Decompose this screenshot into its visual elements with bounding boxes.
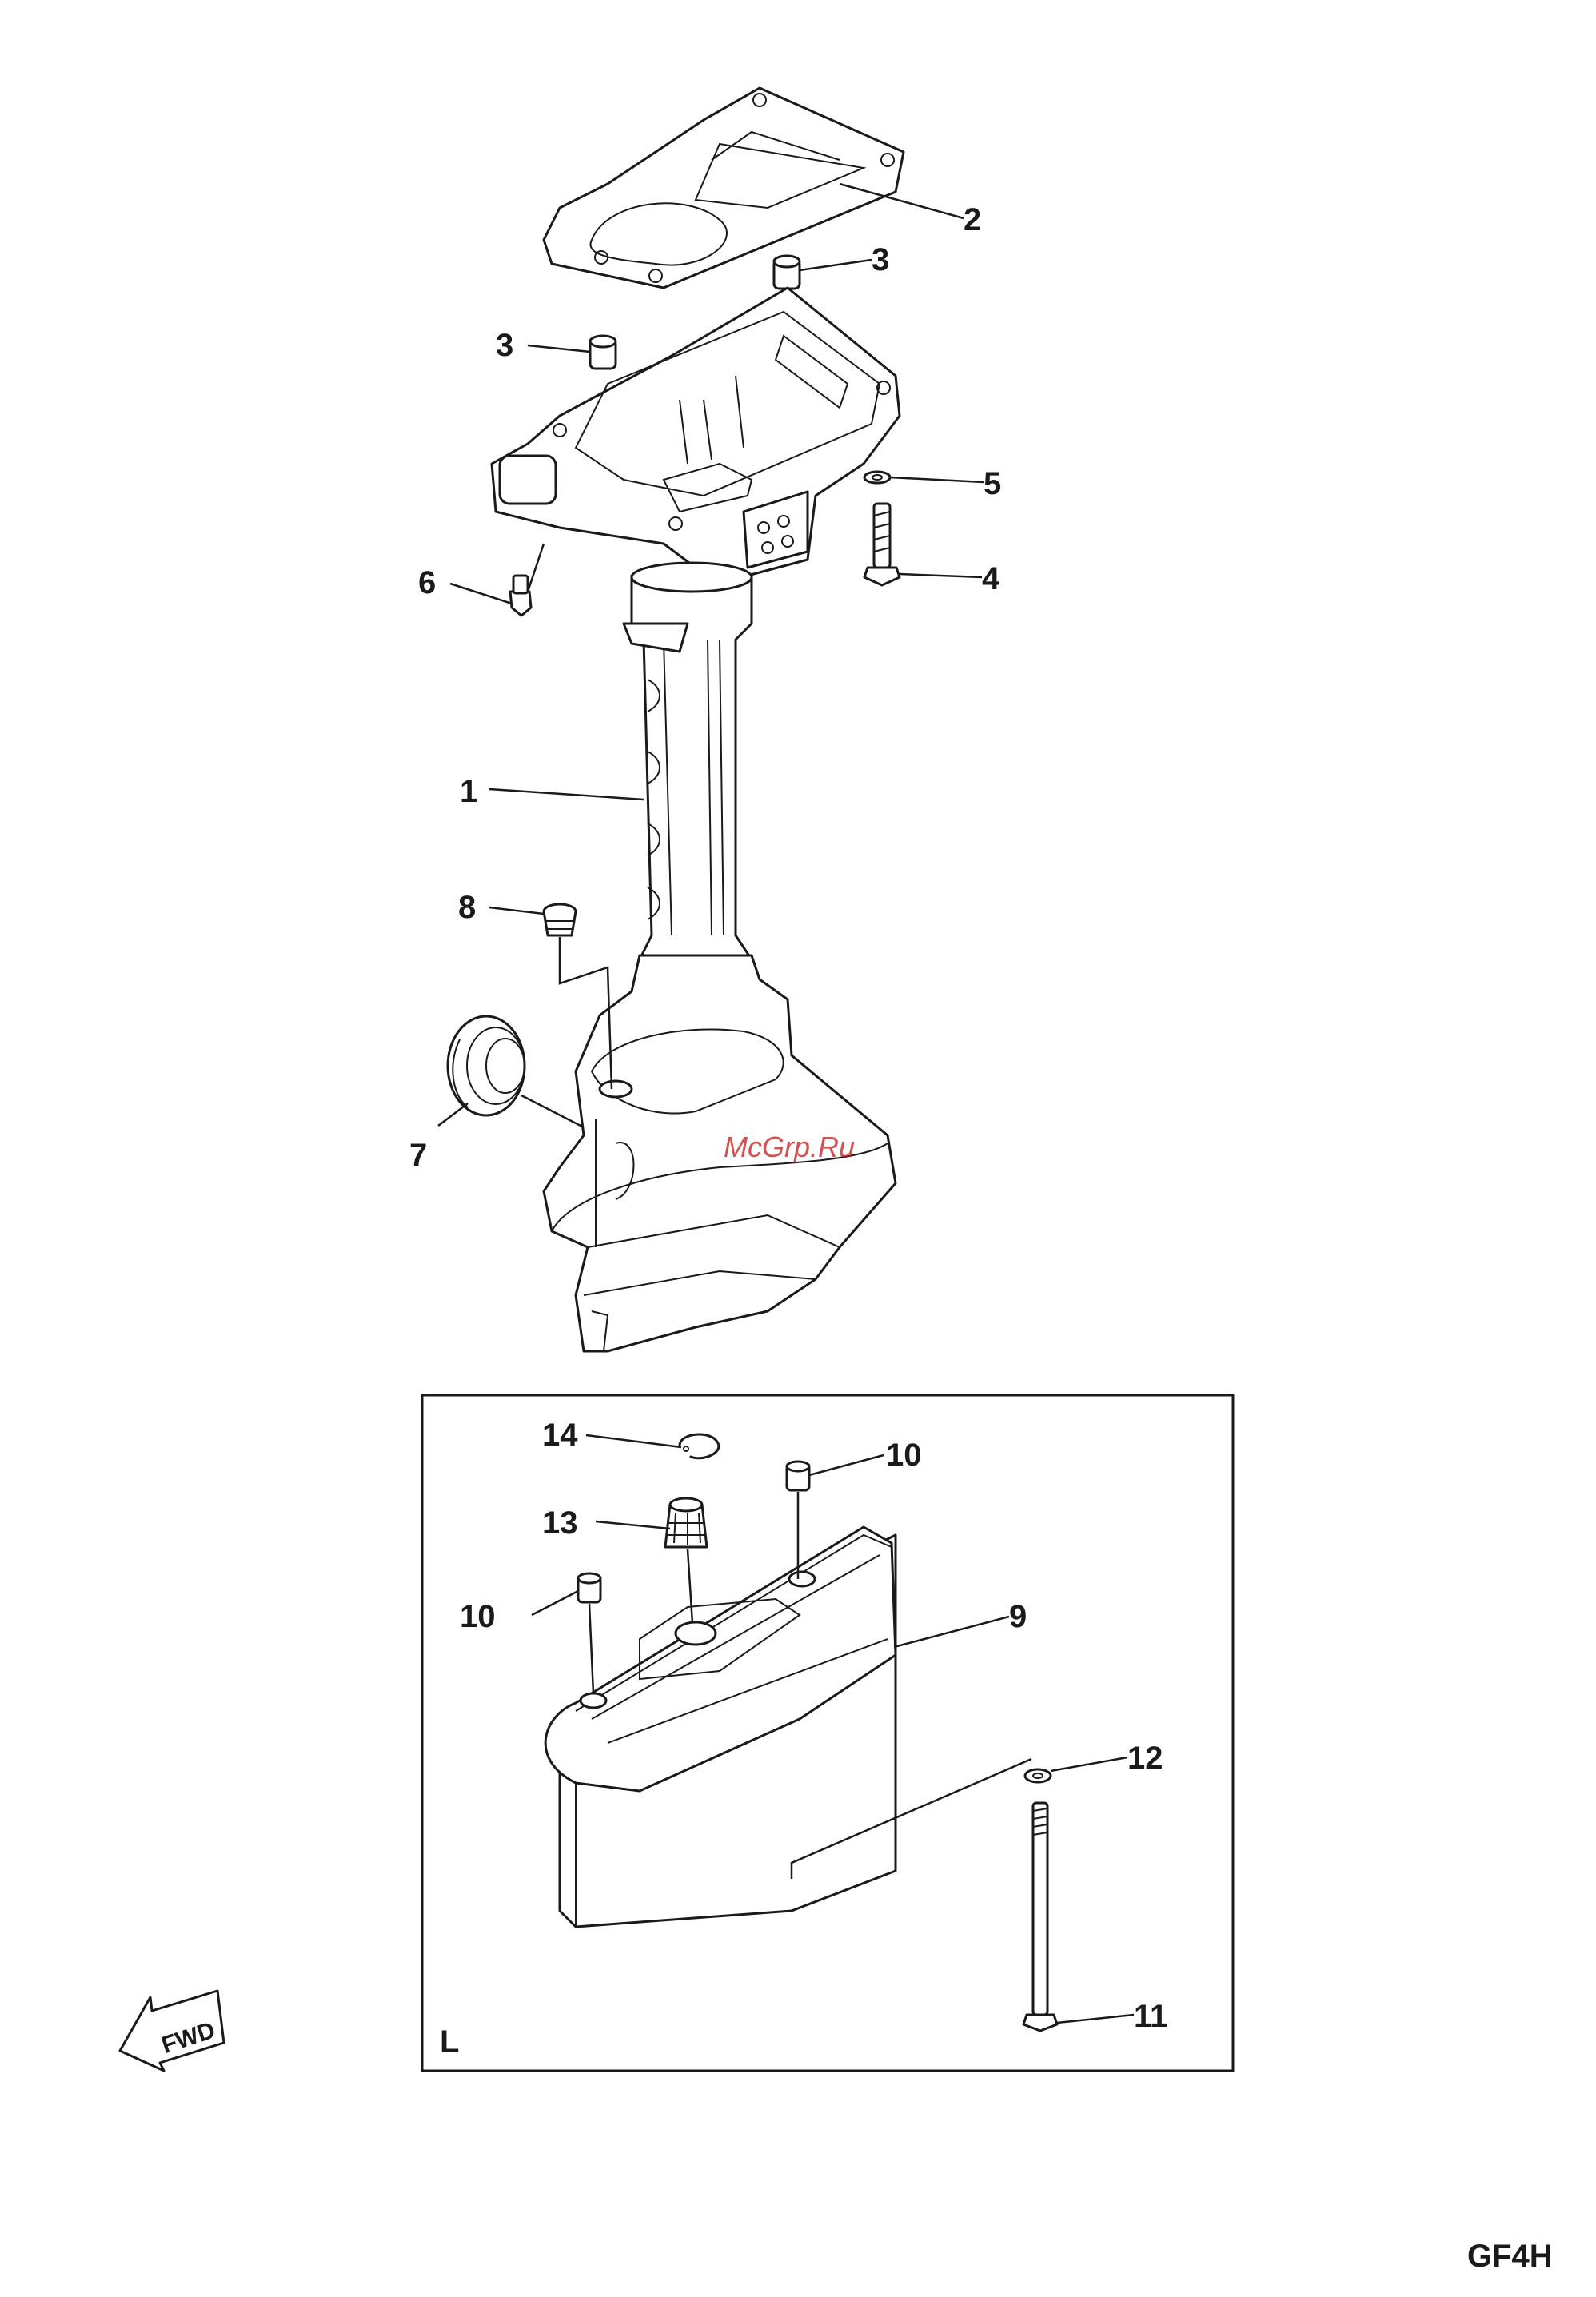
bolt-part-4 xyxy=(864,504,900,585)
callout-11: 11 xyxy=(1134,1999,1167,2034)
callout-10-left: 10 xyxy=(460,1599,496,1634)
callout-13: 13 xyxy=(542,1505,578,1541)
bushing-part-13 xyxy=(665,1498,707,1623)
callout-9: 9 xyxy=(1009,1599,1027,1634)
circlip-part-14 xyxy=(680,1434,719,1458)
inset-label: L xyxy=(440,2024,459,2060)
callout-2: 2 xyxy=(964,202,981,237)
dowel-pin-part-10-left xyxy=(578,1573,600,1693)
drive-shaft-housing-part-1 xyxy=(624,563,752,959)
callout-6: 6 xyxy=(418,565,436,600)
dowel-pin-part-3-left xyxy=(590,336,616,369)
callout-3-left: 3 xyxy=(496,328,513,363)
washer-part-5 xyxy=(864,472,890,483)
callout-1: 1 xyxy=(460,774,477,809)
fitting-part-6 xyxy=(510,544,544,616)
watermark-text: McGrp.Ru xyxy=(724,1131,855,1163)
callout-14: 14 xyxy=(542,1418,578,1453)
upper-casing-flange xyxy=(492,288,900,576)
callout-8: 8 xyxy=(458,890,476,925)
bolt-part-11 xyxy=(1023,1803,1057,2031)
diagram-code: GF4H xyxy=(1467,2239,1553,2274)
fwd-arrow-icon: FWD xyxy=(120,1991,224,2071)
grommet-part-7 xyxy=(448,1016,525,1115)
dowel-pin-part-3-right xyxy=(774,256,800,289)
callout-12: 12 xyxy=(1127,1741,1163,1776)
callout-7: 7 xyxy=(409,1138,427,1173)
callout-4: 4 xyxy=(982,561,1000,596)
callout-10-top: 10 xyxy=(886,1438,922,1473)
gasket-part-2 xyxy=(544,88,904,288)
callout-3-right: 3 xyxy=(872,242,889,277)
callout-5: 5 xyxy=(984,466,1001,501)
